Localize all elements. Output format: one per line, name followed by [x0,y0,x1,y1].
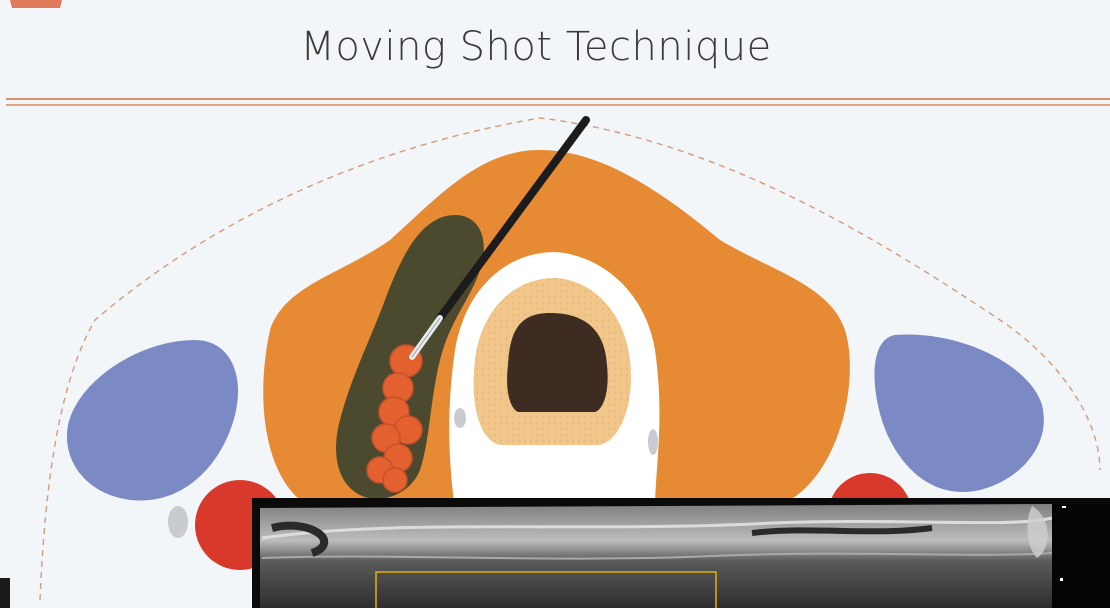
trachea-lumen [507,313,608,412]
nerve-dot-far-left [168,506,188,538]
nerve-dot-left [454,408,466,428]
jugular-vein-right [874,335,1043,492]
edge-strip [0,578,10,608]
ultrasound-image-panel [252,498,1110,608]
nerve-dot-right [648,429,658,455]
ultrasound-texture [252,498,1110,608]
jugular-vein-left [67,340,238,500]
